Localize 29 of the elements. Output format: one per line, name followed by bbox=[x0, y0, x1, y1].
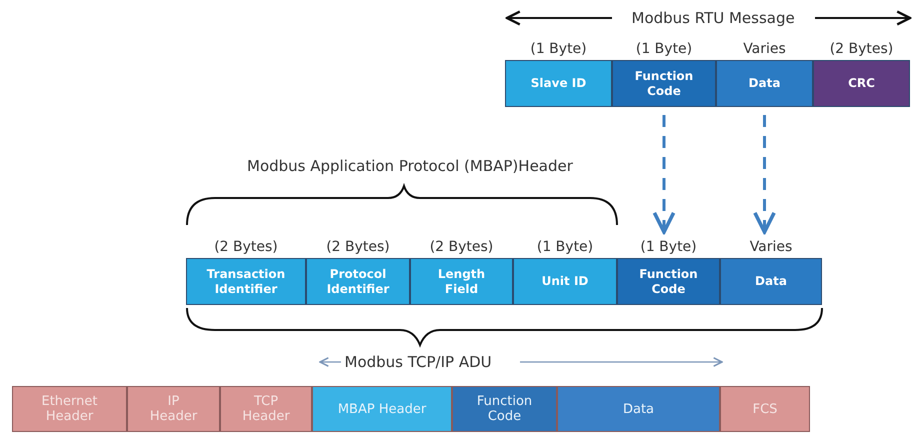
field-size-label: (1 Byte) bbox=[639, 238, 698, 257]
field-cell: Function Code bbox=[452, 386, 557, 432]
field-cell: Unit ID bbox=[513, 258, 617, 305]
field-cell: Slave ID bbox=[505, 60, 612, 107]
field-cell: Data bbox=[720, 258, 822, 305]
field-size-label: (1 Byte) bbox=[529, 40, 588, 59]
field-cell: Transaction Identifier bbox=[186, 258, 306, 305]
field-cell: Function Code bbox=[617, 258, 720, 305]
field-cell: Ethernet Header bbox=[12, 386, 127, 432]
field-size-label: (2 Bytes) bbox=[428, 238, 494, 257]
field-cell: Length Field bbox=[410, 258, 513, 305]
field-size-label: (2 Bytes) bbox=[325, 238, 391, 257]
field-size-label: Varies bbox=[742, 40, 787, 59]
field-size-label: (2 Bytes) bbox=[213, 238, 279, 257]
field-size-label: (1 Byte) bbox=[536, 238, 594, 257]
field-cell: FCS bbox=[720, 386, 810, 432]
field-size-label: (1 Byte) bbox=[634, 40, 694, 59]
field-size-label: Varies bbox=[748, 238, 794, 257]
field-cell: CRC bbox=[813, 60, 910, 107]
dashed-arrow bbox=[753, 115, 776, 234]
field-cell: Protocol Identifier bbox=[306, 258, 410, 305]
field-cell: Data bbox=[557, 386, 720, 432]
field-cell: MBAP Header bbox=[312, 386, 452, 432]
dashed-arrow bbox=[652, 115, 676, 234]
field-cell: TCP Header bbox=[220, 386, 312, 432]
field-cell: IP Header bbox=[127, 386, 220, 432]
field-cell: Function Code bbox=[612, 60, 716, 107]
field-cell: Data bbox=[716, 60, 813, 107]
field-size-label: (2 Bytes) bbox=[828, 40, 894, 59]
